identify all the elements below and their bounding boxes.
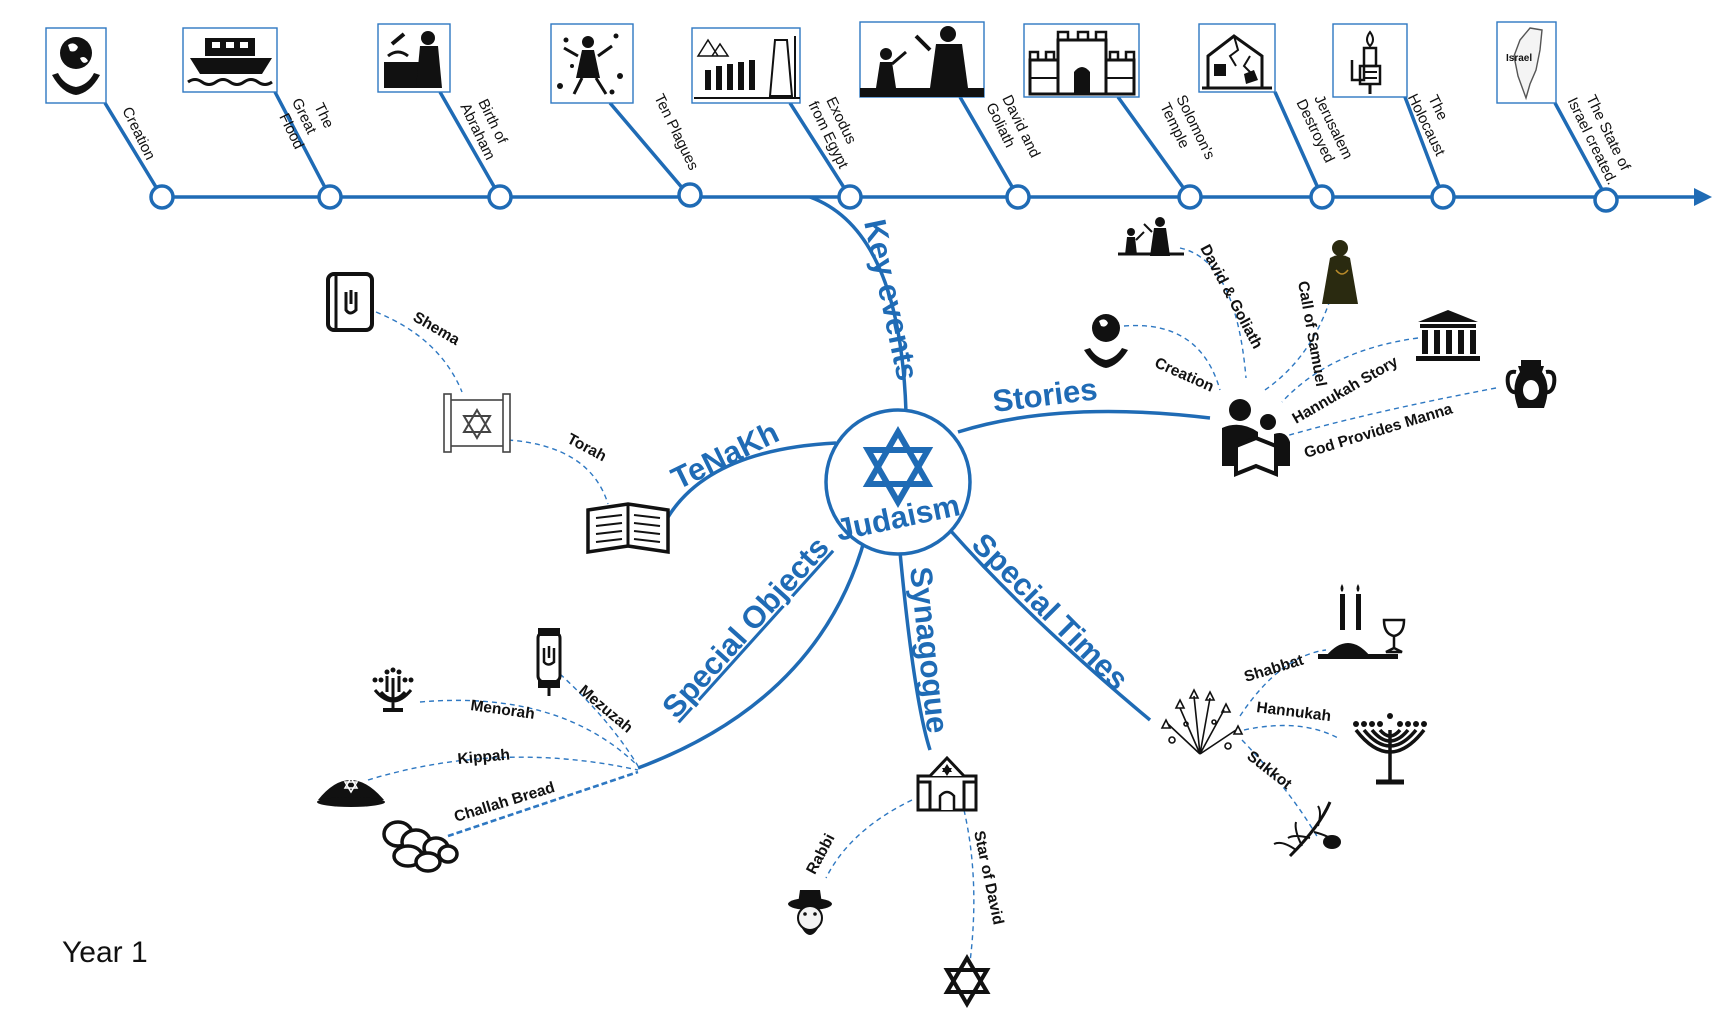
menorah-icon [372,667,414,712]
ark-icon [187,38,273,86]
tenakh-connectors [375,311,609,505]
branch-line-tenakh [660,441,837,529]
mezuzah-icon [536,628,562,696]
timeline-connectors [103,91,1608,199]
temple-icon [1028,30,1136,96]
special-times-group: Shabbat Hannukah Sukkot [1160,584,1427,858]
hanukkiah-icon [1353,713,1427,785]
objects-connectors [367,673,639,781]
memorial-candle-icon [1350,30,1382,94]
object-label-mezuzah: Mezuzah [575,682,635,737]
samuel-figure-icon [1322,240,1358,304]
tl-node-flood [317,184,343,210]
tl-node-temple [1177,184,1203,210]
branch-lines [637,195,1211,770]
tl-node-exodus [837,184,863,210]
branch-line-special-times [948,528,1152,722]
rabbi-icon [788,890,832,935]
tenakh-label-shema: Shema [410,309,463,349]
ruined-house-icon [1202,34,1272,90]
synagogue-label-rabbi: Rabbi [803,831,838,877]
timeline-arrow-head [1694,188,1712,206]
year-label: Year 1 [62,936,148,969]
branch-line-synagogue [898,551,932,751]
object-label-challah: Challah Bread [452,779,557,826]
earth-in-hands-small-icon [1084,314,1128,368]
tl-node-plagues [677,182,703,208]
david-goliath-small-icon [1118,217,1184,256]
time-label-shabbat: Shabbat [1242,652,1305,686]
kippah-icon [317,776,385,807]
tl-node-holocaust [1430,184,1456,210]
david-goliath-icon [860,26,984,97]
shabbat-candles-icon [1318,584,1406,659]
lulav-etrog-icon [1273,801,1341,858]
challah-connector [447,770,639,838]
branch-label-tenakh: TeNaKh [666,414,785,496]
time-label-sukkot: Sukkot [1244,748,1295,793]
synagogue-label-star: Star of David [970,829,1007,926]
branch-line-stories [957,409,1211,434]
synagogue-building-icon [916,755,978,812]
branch-label-key-events: Key events [857,216,925,383]
tl-node-abraham [487,184,513,210]
tenakh-group: Shema Torah [326,272,670,555]
branch-label-special-objects: Special Objects [655,530,836,725]
stories-connectors [1123,247,1497,437]
tl-node-jerusalem [1309,184,1335,210]
manna-pot-icon [1505,360,1557,408]
stories-group: David & Goliath Call of Samuel Creation … [1084,217,1557,477]
tl-node-creation [149,184,175,210]
exodus-icon [694,36,800,99]
branch-line-key-events [809,195,908,413]
times-connectors [1239,649,1339,839]
earth-in-hands-icon [52,37,100,95]
star-of-david-center-icon [862,425,934,509]
tenakh-label-torah: Torah [564,431,609,466]
plagues-icon [557,33,623,95]
star-of-david-small-icon [943,954,991,1008]
synagogue-group: Rabbi Star of David [788,755,1007,1008]
time-label-hannukah: Hannukah [1256,699,1332,725]
synagogue-connectors [825,799,975,963]
abraham-icon [384,31,442,88]
branch-line-special-objects [637,537,867,770]
challah-bread-icon [382,820,459,873]
story-label-david-goliath: David & Goliath [1196,242,1265,352]
israel-map-icon: Israel [1506,27,1543,101]
tl-node-israel [1593,187,1619,213]
reading-together-icon [1222,399,1290,477]
prayer-book-icon [326,272,374,332]
story-label-hannukah: Hannukah Story [1290,353,1402,427]
center-node: Judaism [824,408,972,556]
object-label-menorah: Menorah [469,697,535,723]
object-label-kippah: Kippah [457,746,511,768]
torah-scroll-icon [443,393,511,453]
building-columns-icon [1416,310,1480,361]
open-book-icon [586,502,670,555]
tl-node-david [1005,184,1031,210]
israel-map-label: Israel [1506,53,1532,64]
special-objects-group: Menorah Mezuzah Kippah Challah Bread [317,628,639,873]
fireworks-icon [1160,688,1244,755]
branch-label-special-times: Special Times [965,526,1136,697]
